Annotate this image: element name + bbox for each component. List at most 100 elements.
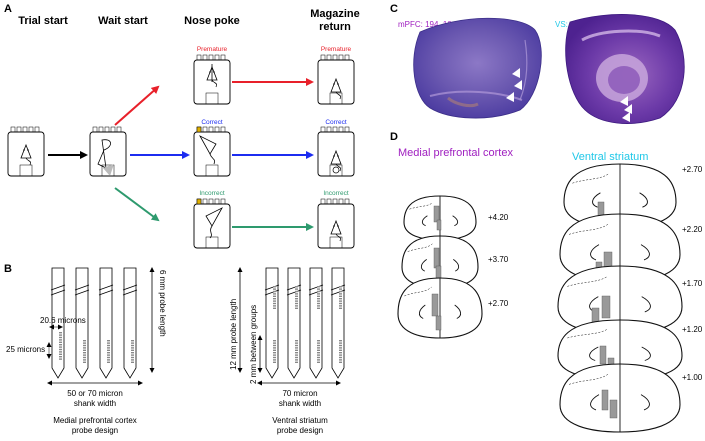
histology-vs-section [565,14,685,124]
label-correct-poke: Correct [201,119,223,126]
stage-magazine-return-line1: Magazine [310,8,360,20]
recording-site [273,300,276,302]
vs-caption-1: Ventral striatum [272,416,328,425]
recording-site [273,354,276,356]
recording-site [317,286,320,288]
label-premature-poke: Premature [197,46,228,53]
operant-box-correct-return [317,126,355,177]
probe-shank [286,267,302,379]
mpfc-width-label: 50 or 70 micron [67,389,123,398]
recording-site [273,356,276,359]
recording-site [339,302,342,305]
recording-site [83,344,86,347]
recording-site [83,356,86,359]
recording-site [295,307,298,309]
recording-site [59,351,62,353]
probe-placement-mark [609,399,618,419]
recording-site [317,344,320,347]
label-incorrect-poke: Incorrect [199,190,224,197]
recording-site [317,349,320,351]
recording-site [107,344,110,347]
recording-site [339,288,342,290]
histology-mpfc-section [413,17,542,119]
recording-site [59,334,62,336]
recording-site [59,348,62,351]
region-boundary [567,328,608,339]
recording-site [131,342,134,344]
probe-shank [330,267,346,379]
recording-site [295,359,298,361]
recording-site [273,349,276,351]
atlas-section [403,195,477,241]
recording-site [273,288,276,290]
ventricle [453,259,460,272]
recording-site [59,344,62,346]
operant-box-premature-poke [193,54,231,105]
mpfc-probe-diagram [50,267,138,379]
shank-outline [331,267,345,379]
recording-site [131,344,134,347]
ventricle [641,346,651,361]
recording-site [107,347,110,349]
recording-site [59,346,62,348]
recording-site [317,288,320,290]
vs-length-label: 12 mm probe length [229,299,238,370]
probe-placement-mark [601,295,611,319]
mpfc-atlas-sections [397,195,483,339]
vs-atlas-title: Ventral striatum [572,151,648,163]
atlas-section [401,235,479,289]
arrow-wait-to-premature [114,85,160,126]
region-boundary [567,275,608,287]
region-boundary [568,374,609,385]
mpfc-spacing-label: 20.6 microns [40,316,86,325]
recording-site [317,293,320,295]
recording-site [131,361,134,363]
recording-site [317,307,320,309]
recording-site [317,354,320,356]
recording-site [317,300,320,302]
recording-site [339,347,342,349]
recording-site [295,352,298,354]
mpfc-caption-1: Medial prefrontal cortex [53,416,137,425]
recording-site [339,295,342,297]
recording-site [273,359,276,361]
mpfc-length-label: 6 mm probe length [158,270,167,337]
mpfc-coord-3: +2.70 [488,299,509,308]
mpfc-pitch-label: 25 microns [6,345,45,354]
recording-site [317,347,320,349]
recording-site [131,347,134,349]
probe-shank [308,267,324,379]
recording-site [273,302,276,305]
recording-site [131,352,134,354]
panel-d-letter: D [390,131,398,143]
panel-d: D Medial prefrontal cortex Ventral stria… [390,131,703,433]
recording-site [339,290,342,293]
region-boundary [407,243,433,252]
ventricle [639,192,648,208]
recording-site [59,341,62,343]
recording-site [339,305,342,307]
recording-site [317,342,320,344]
shank-break-mark [308,284,324,296]
recording-site [339,352,342,354]
shank-outline [51,267,65,379]
recording-site [131,354,134,356]
recording-site [273,340,276,342]
stage-magazine-return-line2: return [319,21,351,33]
shank-break-mark [98,284,114,296]
label-premature-return: Premature [321,46,352,53]
ventricle [589,346,599,361]
vs-probe-diagram [264,267,346,379]
recording-site [295,288,298,290]
ventricle [420,259,427,272]
recording-site [295,293,298,295]
probe-placement-mark [433,247,440,269]
ventricle [452,215,459,227]
recording-site [273,342,276,344]
recording-site [295,354,298,356]
recording-site [59,339,62,341]
recording-site [59,353,62,355]
operant-box-correct-poke [193,126,231,177]
recording-site [317,340,320,342]
recording-site [339,359,342,361]
